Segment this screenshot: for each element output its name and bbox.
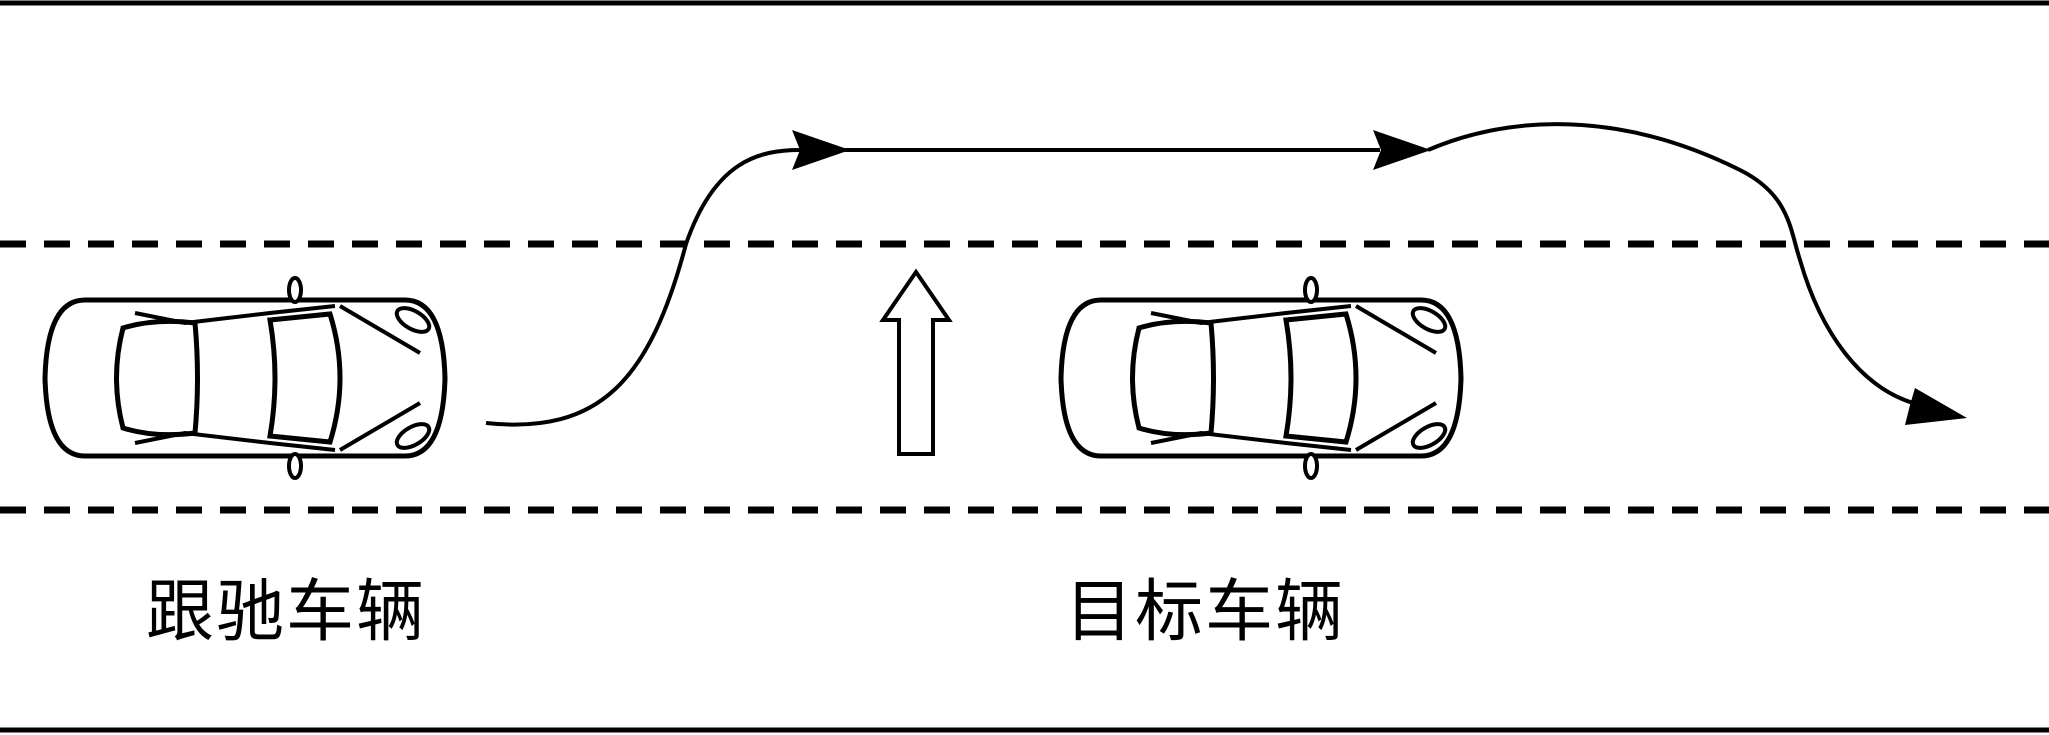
lane-change-up-arrow-icon bbox=[879, 268, 953, 456]
following-vehicle-label: 跟驰车辆 bbox=[146, 573, 427, 652]
arrowhead-icon bbox=[1905, 388, 1967, 425]
arrowhead-icon bbox=[792, 130, 850, 170]
trajectory-arrowheads bbox=[792, 130, 1967, 425]
overtaking-trajectory bbox=[485, 122, 1921, 427]
target-vehicle-car-icon bbox=[1061, 278, 1461, 478]
following-vehicle-car-icon bbox=[45, 278, 445, 478]
target-vehicle-label: 目标车辆 bbox=[1065, 573, 1346, 652]
arrowhead-icon bbox=[1373, 130, 1431, 170]
